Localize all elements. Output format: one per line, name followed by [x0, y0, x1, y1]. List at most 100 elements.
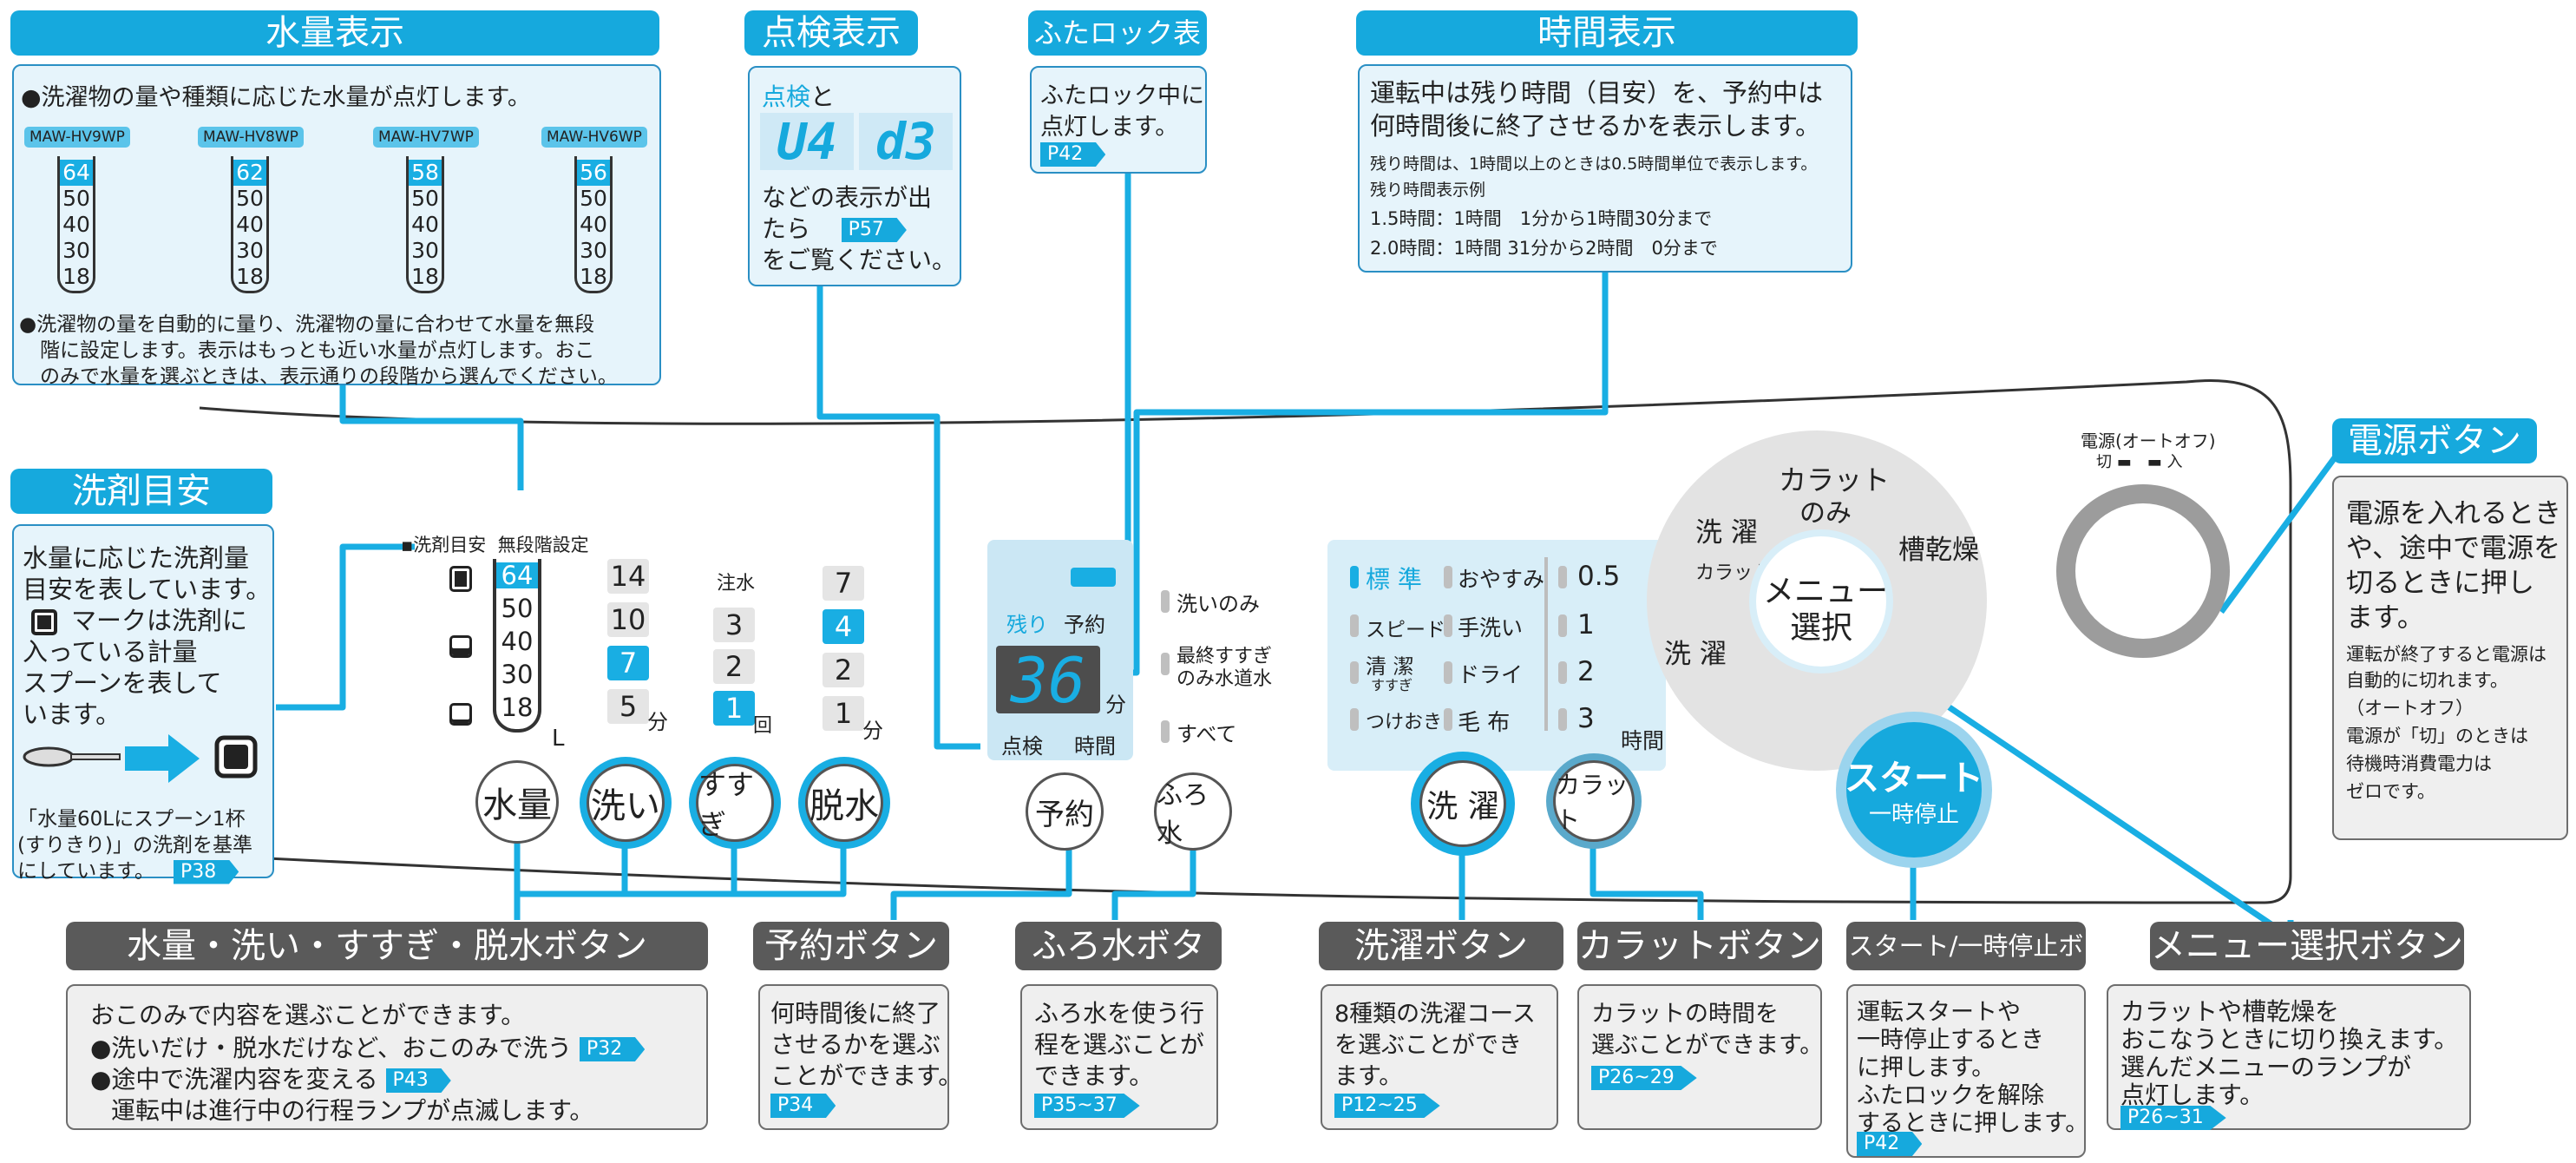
display-digits: 36 — [1010, 644, 1086, 717]
wash-button[interactable]: 洗い — [587, 764, 665, 842]
power-small3: （オートオフ） — [2346, 698, 2474, 719]
model-top-value: 64 — [60, 160, 93, 186]
b2-ref-wrap: P34 — [770, 1094, 836, 1118]
time-line1: 運転中は残り時間（目安）を、予約中は — [1370, 78, 1824, 108]
course-handwash: 手洗い — [1458, 615, 1524, 641]
wash-value: 7 — [607, 646, 649, 680]
b6-ref-wrap: P42 — [1857, 1132, 1923, 1156]
det-foot1: 「水量60Lにスプーン1杯 — [17, 808, 246, 831]
ref-p32[interactable]: P32 — [579, 1037, 646, 1061]
model-level-value: 30 — [411, 238, 439, 263]
hour-value: 1 — [1577, 609, 1595, 641]
key-icon — [1071, 568, 1116, 587]
course-lamp — [1350, 614, 1359, 637]
option-lamp — [1161, 590, 1170, 613]
b5-line: 選ぶことができます。 — [1591, 1032, 1824, 1059]
ref-p26-29[interactable]: P26~29 — [1591, 1066, 1697, 1090]
course-lamp — [1444, 708, 1452, 731]
check-line1: 点検と — [762, 82, 836, 111]
b7-line: 選んだメニューのランプが — [2120, 1053, 2412, 1081]
ref-p43[interactable]: P43 — [385, 1068, 451, 1093]
b3-ref-wrap: P35~37 — [1034, 1094, 1140, 1118]
water-button[interactable]: 水量 — [475, 760, 559, 844]
ref-p57[interactable]: P57 — [841, 218, 907, 242]
det-line4: 入っている計量 — [23, 637, 198, 667]
spoon-arrow-icon — [23, 734, 258, 783]
course-lamp — [1350, 708, 1359, 731]
b1-line: ●途中で洗濯内容を変える P43 — [90, 1061, 451, 1095]
course-blanket: 毛 布 — [1458, 710, 1511, 736]
ref-p42[interactable]: P42 — [1040, 142, 1106, 167]
course-lamp — [1444, 566, 1452, 588]
b1-line: ●洗いだけ・脱水だけなど、おこのみで洗う P32 — [90, 1029, 646, 1064]
model-level-value: 18 — [236, 264, 264, 289]
model-level-value: 30 — [580, 238, 607, 263]
b3-line: 程を選ぶことが — [1034, 1030, 1205, 1059]
laundry-button[interactable]: 洗 濯 — [1419, 760, 1506, 847]
rinse-button[interactable]: すすぎ — [696, 764, 774, 842]
check-code-2: d3 — [859, 113, 953, 170]
ref-p42-start[interactable]: P42 — [1857, 1132, 1923, 1156]
check-display-header: 点検表示 — [744, 10, 918, 56]
time-small4: 2.0時間：1時間 31分から2時間 0分まで — [1370, 238, 1718, 259]
model-name: MAW-HV6WP — [541, 127, 647, 148]
option-all: すべて — [1177, 722, 1237, 746]
b5-box: カラットの時間を 選ぶことができます。 P26~29 — [1577, 984, 1824, 1130]
b1-line: おこのみで内容を選ぶことができます。 — [90, 1001, 526, 1029]
menu-ring-bottom-left: 洗 濯 — [1664, 639, 1727, 670]
detergent-header: 洗剤目安 — [10, 469, 272, 514]
det-foot2: (すりきり)」の洗剤を基準 — [17, 834, 252, 857]
menu-button[interactable]: メニュー 選択 — [1756, 536, 1889, 667]
check-code-1: U4 — [760, 113, 854, 170]
b7-line: 点灯します。 — [2120, 1081, 2265, 1109]
ref-p38[interactable]: P38 — [173, 859, 239, 884]
model-level-value: 40 — [62, 212, 90, 237]
display-remain: 残り — [1006, 613, 1048, 637]
b6-line: ふたロックを解除 — [1857, 1082, 2044, 1109]
start-button[interactable]: スタート 一時停止 — [1836, 712, 1992, 868]
time-small2: 残り時間表示例 — [1370, 181, 1486, 200]
ref-p34[interactable]: P34 — [770, 1094, 836, 1118]
b4-line: ます。 — [1334, 1063, 1403, 1090]
ref-p26-31[interactable]: P26~31 — [2120, 1106, 2226, 1130]
b4-header: 洗濯ボタン — [1319, 922, 1563, 970]
hours-unit: 時間 — [1621, 728, 1665, 753]
spin-button[interactable]: 脱水 — [805, 764, 883, 842]
gauge-header: ▪洗剤目安 無段階設定 — [401, 535, 589, 555]
ref-p12-25[interactable]: P12~25 — [1334, 1094, 1440, 1118]
model-top-value: 62 — [233, 160, 266, 186]
model-level-value: 30 — [62, 238, 90, 263]
hour-lamp — [1558, 708, 1567, 731]
digit-screen: 36 — [996, 644, 1100, 717]
b6-line: 運転スタートや — [1857, 999, 2021, 1026]
power-dial[interactable] — [2056, 484, 2230, 658]
b4-ref-wrap: P12~25 — [1334, 1094, 1440, 1118]
lid-ref-wrap: P42 — [1040, 142, 1106, 167]
reserve-button[interactable]: 予約 — [1026, 772, 1104, 851]
model-name: MAW-HV8WP — [198, 127, 304, 148]
option-lamp — [1161, 720, 1170, 743]
power-small2: 自動的に切れます。 — [2346, 670, 2508, 691]
det-line6: います。 — [23, 700, 121, 729]
water-note-3: のみで水量を選ぶときは、表示通りの段階から選んでください。 — [40, 365, 618, 388]
karat-button[interactable]: カラット — [1553, 760, 1635, 842]
power-line4: ます。 — [2346, 602, 2424, 634]
wash-value: 14 — [607, 559, 649, 594]
lid-lock-header: ふたロック表示 — [1028, 10, 1207, 95]
hour-lamp — [1558, 566, 1567, 588]
bath-water-button[interactable]: ふろ水 — [1154, 772, 1232, 851]
rinse-label: 注水 — [717, 573, 756, 595]
water-note-2: 階に設定します。表示はもっとも近い水量が点灯します。おこ — [40, 339, 595, 362]
b7-ref-wrap: P26~31 — [2120, 1106, 2226, 1130]
b5-ref-wrap: P26~29 — [1591, 1066, 1697, 1090]
b4-box: 8種類の洗濯コース を選ぶことができ ます。 P12~25 — [1321, 984, 1558, 1130]
ref-p35-37[interactable]: P35~37 — [1034, 1094, 1140, 1118]
menu-label-1: メニュー — [1763, 574, 1889, 609]
det-line3: マークは洗剤に — [23, 601, 247, 637]
b4-line: を選ぶことができ — [1334, 1032, 1522, 1059]
water-desc: ●洗濯物の量や種類に応じた水量が点灯します。 — [21, 84, 531, 111]
spoon-mark-icon — [31, 609, 57, 635]
